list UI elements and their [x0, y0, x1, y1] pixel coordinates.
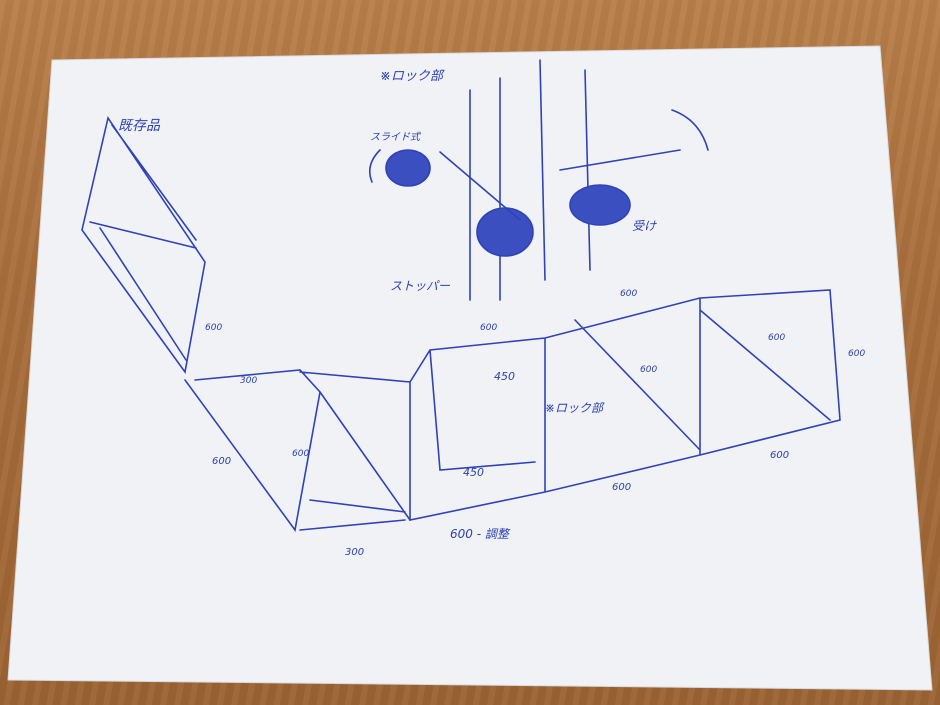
arrows [369, 109, 709, 221]
dim-600-top2: 600 [480, 323, 497, 333]
dim-600-diag: 600 [640, 365, 657, 375]
dim-600-left: 600 [212, 456, 231, 467]
frame-sketch [81, 59, 841, 532]
label-adjust: 600 - 調整 [450, 527, 511, 541]
dim-600-bottom-right: 600 [770, 450, 789, 461]
dim-600-left-panel: 600 [205, 323, 222, 333]
lock-detail-posts [469, 59, 591, 301]
center-frame [409, 289, 841, 521]
label-stopper: ストッパー [390, 279, 451, 293]
dim-600-bottom-mid: 600 [612, 482, 631, 493]
dim-450-upper: 450 [494, 370, 515, 383]
label-existing-item: 既存品 [118, 118, 161, 134]
dim-600-right-edge: 600 [848, 349, 865, 359]
dim-600-left2: 600 [292, 449, 309, 459]
dim-600-top: 600 [620, 289, 637, 299]
dim-450-lower: 450 [463, 466, 484, 479]
receiver-pipe [569, 184, 631, 226]
slide-pipe-end [385, 149, 431, 187]
paper-sheet [7, 45, 933, 691]
dim-300-lower: 300 [345, 547, 364, 558]
stopper-pipe-end [476, 207, 534, 257]
label-lock-section-mid: ※ロック部 [545, 401, 605, 415]
label-lock-section-top: ※ロック部 [380, 69, 445, 84]
label-receiver: 受け [632, 219, 657, 233]
existing-panel [81, 116, 206, 374]
dim-600-right: 600 [768, 333, 785, 343]
label-slide-type: スライド式 [370, 131, 422, 143]
left-frame [184, 369, 411, 532]
dim-300-upper: 300 [240, 376, 257, 386]
